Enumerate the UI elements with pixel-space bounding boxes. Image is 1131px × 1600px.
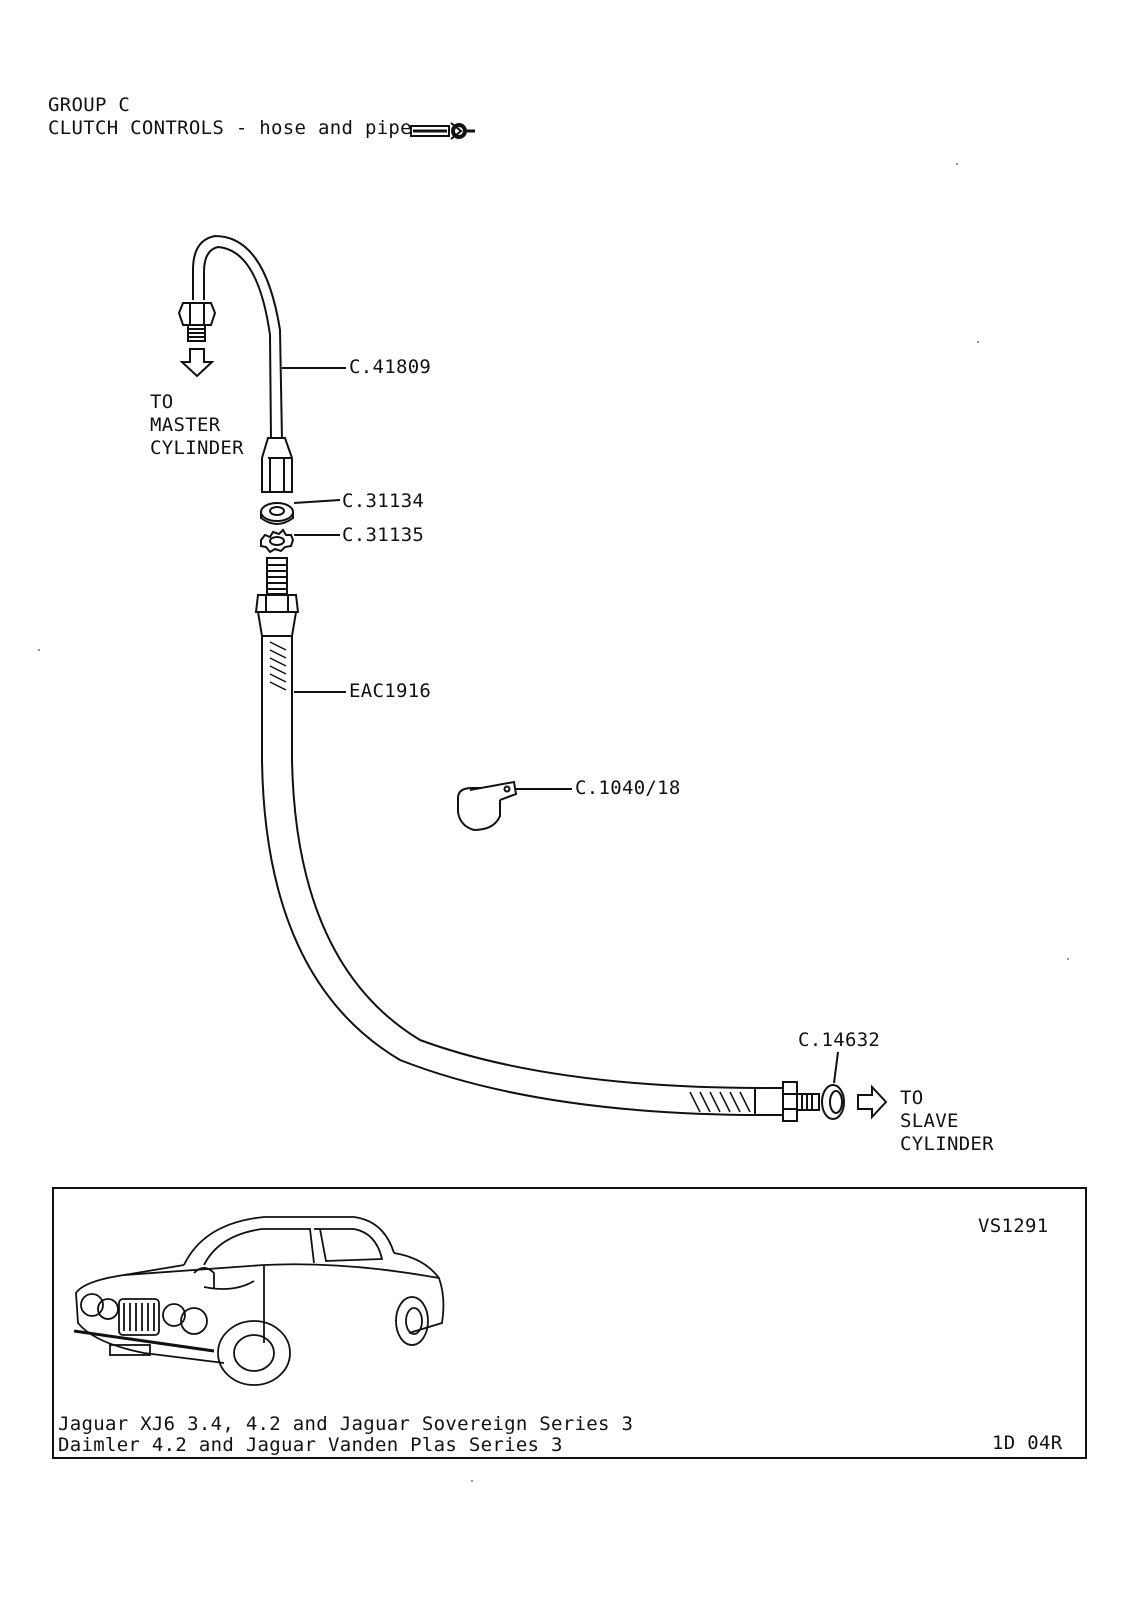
shakeproof-washer <box>260 528 295 554</box>
spanner-icon <box>410 122 475 140</box>
illustration-ref: VS1291 <box>978 1215 1049 1237</box>
model-applicability-box: VS1291 Jaguar XJ6 3.4, 4.2 and Jaguar So… <box>52 1187 1087 1459</box>
part-label-washer: C.31135 <box>342 524 425 546</box>
scan-speck <box>977 341 979 343</box>
part-label-clip: C.1040/18 <box>575 777 681 799</box>
master-note-line2: CYLINDER <box>150 437 244 459</box>
slave-note-to: TO <box>900 1087 924 1109</box>
models-line-2: Daimler 4.2 and Jaguar Vanden Plas Serie… <box>58 1434 563 1456</box>
master-note-line1: MASTER <box>150 414 221 436</box>
scan-speck <box>38 649 40 651</box>
group-heading: GROUP C <box>48 94 131 116</box>
arrow-to-master-icon <box>179 348 215 378</box>
hose-ferrule-slave <box>754 1087 784 1116</box>
pipe-nut-master <box>177 302 217 326</box>
page-code: 1D 04R <box>992 1432 1063 1454</box>
part-label-locknut: C.31134 <box>342 490 425 512</box>
section-title: CLUTCH CONTROLS - hose and pipe <box>48 117 412 139</box>
slave-note-line1: SLAVE <box>900 1110 959 1132</box>
pipe-tube-nut <box>261 437 293 493</box>
hose-clip <box>456 780 518 832</box>
arrow-to-slave-icon <box>857 1084 888 1120</box>
copper-washer <box>821 1084 845 1120</box>
clutch-pipe <box>192 234 283 441</box>
part-label-copper-washer: C.14632 <box>798 1029 881 1051</box>
locknut <box>260 502 294 525</box>
jaguar-car-illustration <box>73 1216 445 1386</box>
part-label-pipe: C.41809 <box>349 356 432 378</box>
master-note-to: TO <box>150 391 174 413</box>
scan-speck <box>471 1480 473 1482</box>
part-label-hose: EAC1916 <box>349 680 432 702</box>
flexible-hose <box>261 636 766 1116</box>
slave-note-line2: CYLINDER <box>900 1133 994 1155</box>
models-line-1: Jaguar XJ6 3.4, 4.2 and Jaguar Sovereign… <box>58 1413 634 1435</box>
scan-speck <box>1067 958 1069 960</box>
scan-speck <box>956 163 958 165</box>
